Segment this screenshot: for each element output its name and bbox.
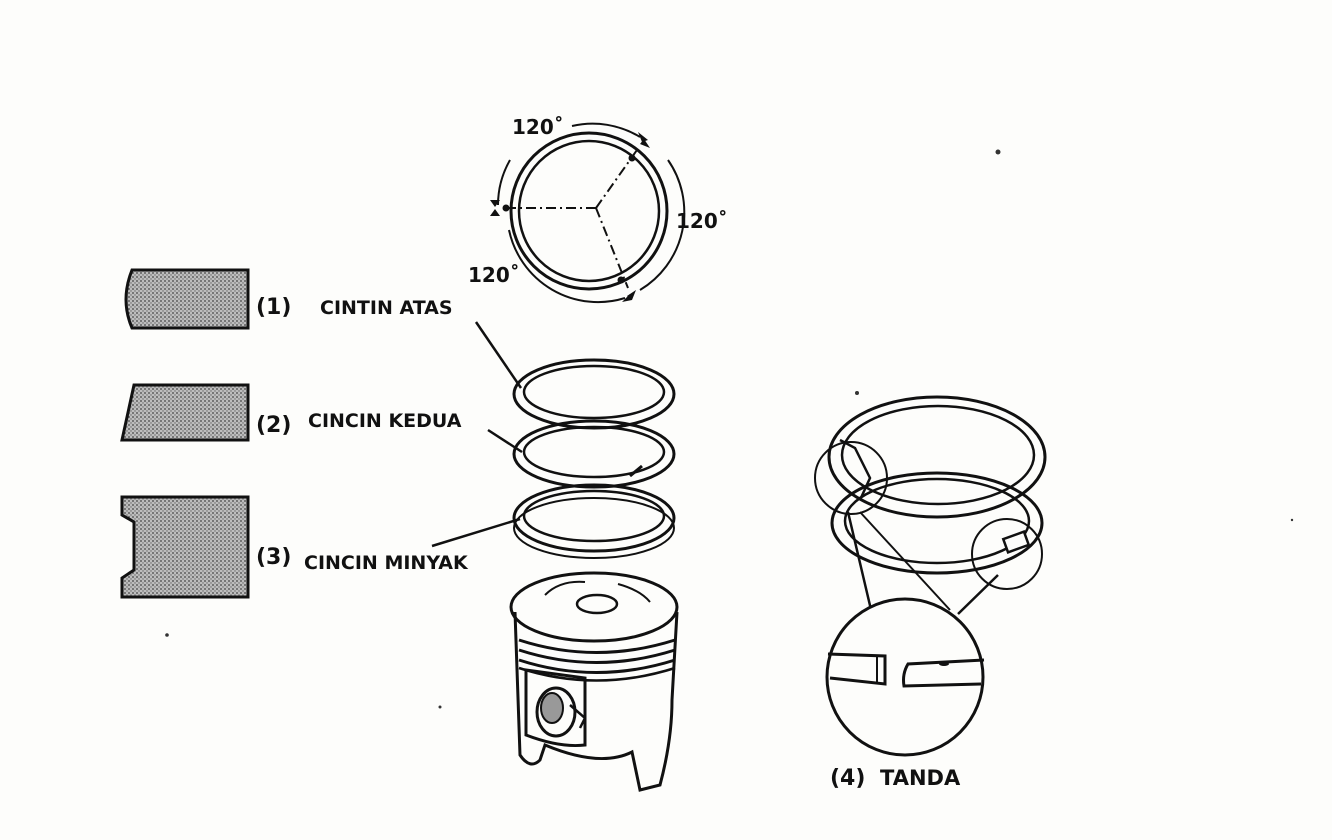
ring-mark-dot: [939, 662, 949, 666]
mark-highlight-circle-right: [971, 518, 1043, 590]
mark-detail-magnifier: [825, 597, 985, 757]
section-1-label: CINTIN ATAS: [320, 297, 453, 319]
second-ring-cross-section: [120, 383, 250, 442]
mark-highlight-circle-left: [814, 441, 888, 515]
piston: [509, 571, 679, 792]
stacked-rings: [827, 395, 1047, 575]
mark-leader-right: [957, 574, 999, 615]
leader-line-3: [431, 517, 521, 548]
leader-line-2: [487, 428, 523, 454]
gap-angle-top: 120˚: [512, 115, 564, 139]
leader-line-1: [474, 321, 523, 389]
section-1-number: (1): [256, 295, 291, 320]
mark-leader-left-2: [859, 511, 951, 611]
section-3-number: (3): [256, 545, 291, 570]
section-2-number: (2): [256, 413, 291, 438]
mark-leader-left-1: [846, 511, 874, 615]
scan-speck: [165, 149, 1294, 709]
gap-angle-bottom: 120˚: [468, 263, 520, 287]
section-3-label: CINCIN MINYAK: [304, 552, 469, 574]
section-2-label: CINCIN KEDUA: [308, 410, 462, 432]
oil-ring: [512, 483, 676, 559]
top-ring-cross-section: [124, 268, 250, 330]
top-ring: [512, 358, 676, 430]
second-ring: [512, 419, 676, 489]
mark-number: (4): [830, 766, 865, 791]
mark-label: TANDA: [880, 766, 961, 790]
oil-ring-cross-section: [120, 495, 250, 599]
gap-angle-right: 120˚: [676, 209, 728, 233]
ring-gap-top-view: [490, 122, 686, 304]
